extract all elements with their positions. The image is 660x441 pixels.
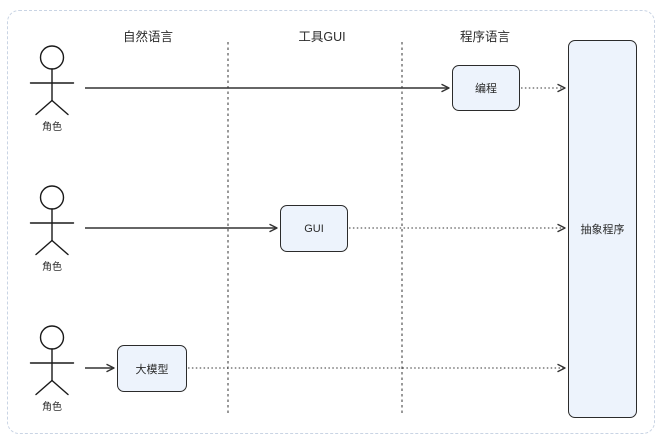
column-header-tool-gui: 工具GUI	[298, 30, 346, 44]
actor-label-1: 角色	[42, 122, 62, 133]
actor-figure-2	[29, 185, 75, 256]
node-large-model-label: 大模型	[135, 363, 169, 376]
node-coding-label: 编程	[475, 83, 497, 95]
actor-figure-3	[29, 325, 75, 396]
actor-label-2: 角色	[42, 262, 62, 273]
column-header-natural-language: 自然语言	[122, 30, 174, 44]
node-gui: GUI	[280, 205, 348, 252]
actor-figure-1	[29, 45, 75, 116]
node-coding: 编程	[452, 65, 520, 111]
actor-label-3: 角色	[42, 402, 62, 413]
node-large-model: 大模型	[117, 345, 187, 392]
node-abstract-program: 抽象程序	[568, 40, 637, 418]
column-header-programming-language: 程序语言	[459, 30, 511, 44]
node-abstract-program-label: 抽象程序	[580, 224, 625, 236]
node-gui-label: GUI	[304, 222, 324, 235]
